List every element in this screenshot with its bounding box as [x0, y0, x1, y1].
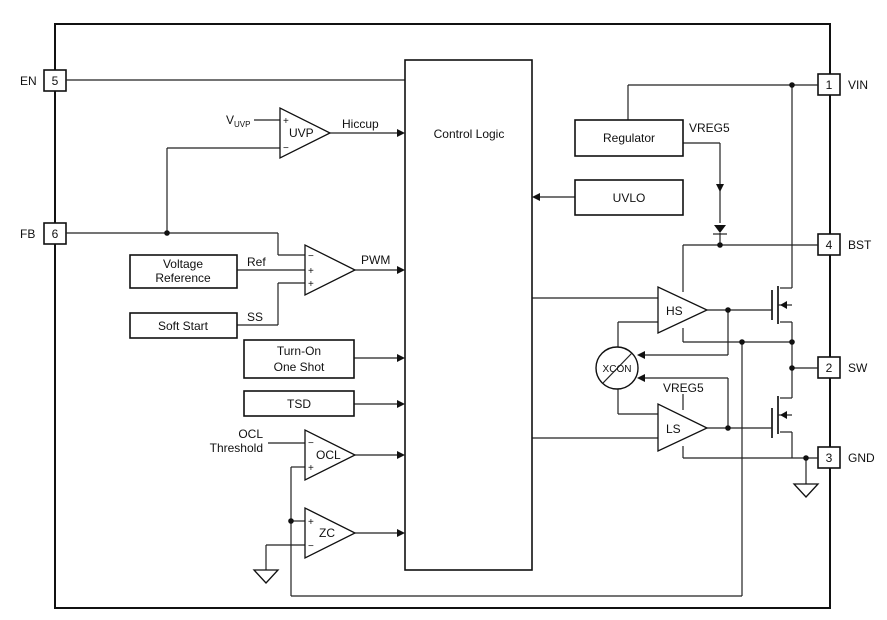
low-side-mosfet-icon [771, 396, 792, 438]
pin-gnd-label: GND [848, 451, 875, 465]
zc-plus: + [308, 517, 314, 528]
pin-fb: 6 FB [20, 222, 67, 245]
junction-dots [164, 82, 809, 524]
pin-sw-number: 2 [826, 361, 833, 375]
ls-driver: LS [657, 402, 709, 453]
xcon-block: XCON [595, 346, 639, 390]
xcon-label: XCON [603, 364, 632, 375]
control-logic-block: Control Logic [404, 59, 533, 571]
uvp-label: UVP [289, 126, 314, 140]
pin-fb-number: 6 [52, 227, 59, 241]
soft-start-label: Soft Start [158, 319, 209, 333]
voltage-reference-block: Voltage Reference [129, 254, 238, 289]
control-logic-label: Control Logic [434, 127, 505, 141]
voltage-reference-label-line1: Voltage [163, 257, 203, 271]
bootstrap-diode-icon [713, 225, 727, 235]
ss-label: SS [247, 310, 263, 324]
pin-bst: 4 BST [817, 233, 872, 256]
ls-label: LS [666, 422, 681, 436]
turn-on-one-shot-block: Turn-On One Shot [243, 339, 355, 379]
ocl-comparator: − + OCL [304, 428, 357, 482]
hiccup-label: Hiccup [342, 117, 379, 131]
ref-label: Ref [247, 255, 266, 269]
uvp-minus: − [283, 143, 289, 154]
pin-gnd: 3 GND [817, 446, 875, 469]
pwm-comparator: − + + [304, 243, 357, 297]
arrowheads [397, 129, 724, 537]
hs-label: HS [666, 304, 683, 318]
ocl-threshold-label-line1: OCL [238, 427, 263, 441]
pin-bst-number: 4 [826, 238, 833, 252]
soft-start-block: Soft Start [129, 312, 238, 339]
signal-labels: V UVP Hiccup PWM Ref SS VREG5 VREG5 OCL … [210, 113, 730, 455]
pin-en-label: EN [20, 74, 37, 88]
hs-driver: HS [657, 285, 709, 335]
ocl-minus: − [308, 438, 314, 449]
vreg5-top-label: VREG5 [689, 121, 730, 135]
pin-sw: 2 SW [817, 356, 868, 379]
ocl-plus: + [308, 463, 314, 474]
pin-gnd-number: 3 [826, 451, 833, 465]
tsd-label: TSD [287, 397, 311, 411]
pwm-plus-ss: + [308, 279, 314, 290]
zc-comparator: + − ZC [304, 506, 357, 560]
v-uvp-label: V [226, 113, 234, 127]
pin-vin: 1 VIN [817, 73, 868, 96]
pin-bst-label: BST [848, 238, 872, 252]
pin-vin-number: 1 [826, 78, 833, 92]
pwm-label: PWM [361, 253, 390, 267]
uvp-comparator: + − UVP [279, 106, 332, 160]
pin-en: 5 EN [20, 69, 67, 92]
regulator-label: Regulator [603, 131, 655, 145]
pin-sw-label: SW [848, 361, 868, 375]
tsd-block: TSD [243, 390, 355, 417]
regulator-block: Regulator [574, 119, 684, 157]
zc-label: ZC [319, 526, 335, 540]
pwm-minus: − [308, 251, 314, 262]
pwm-plus-ref: + [308, 266, 314, 277]
pin-fb-label: FB [20, 227, 35, 241]
turn-on-label-line2: One Shot [274, 360, 325, 374]
ocl-threshold-label-line2: Threshold [210, 441, 263, 455]
vreg5-bottom-label: VREG5 [663, 381, 704, 395]
ground-symbol-icon [252, 569, 280, 584]
uvlo-block: UVLO [574, 179, 684, 216]
voltage-reference-label-line2: Reference [155, 271, 211, 285]
ground-symbol-gnd-icon [792, 483, 820, 498]
zc-minus: − [308, 541, 314, 552]
v-uvp-subscript: UVP [234, 120, 250, 129]
chip-border [54, 23, 831, 609]
pin-vin-label: VIN [848, 78, 868, 92]
wires [66, 79, 818, 597]
uvp-plus: + [283, 116, 289, 127]
high-side-mosfet-icon [771, 286, 792, 324]
turn-on-label-line1: Turn-On [277, 344, 321, 358]
uvlo-label: UVLO [613, 191, 646, 205]
ocl-label: OCL [316, 448, 341, 462]
pin-en-number: 5 [52, 74, 59, 88]
